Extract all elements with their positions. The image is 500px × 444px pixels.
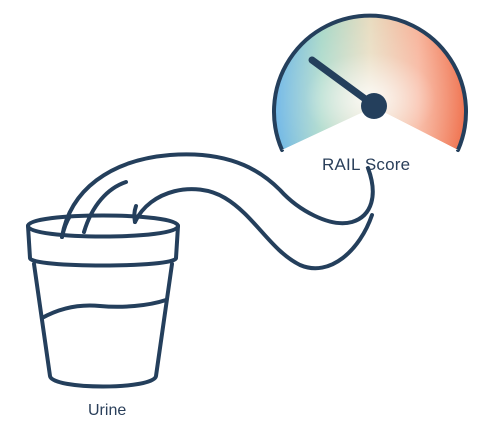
cup-icon [26,213,180,389]
stream-in-cup [60,204,138,239]
gauge-label: RAIL Score [322,155,411,174]
flow-line-inner [82,180,128,234]
cup-rim-bottom [26,224,180,268]
gauge-icon [272,13,468,152]
gauge-inner-edge [282,107,458,150]
flow-line-main [133,187,374,271]
gauge-rim [272,13,468,152]
gauge-needle-hub [361,93,387,119]
gauge-face-highlight [274,15,466,150]
cup-rim-front [26,224,180,239]
gauge-needle [308,56,376,108]
cup-liquid-line [40,298,168,320]
flow-line-outer [60,152,375,239]
cup-label: Urine [88,402,127,419]
cup-rim-top [26,213,180,228]
cup-body [32,262,174,389]
flow-lines [60,152,375,271]
